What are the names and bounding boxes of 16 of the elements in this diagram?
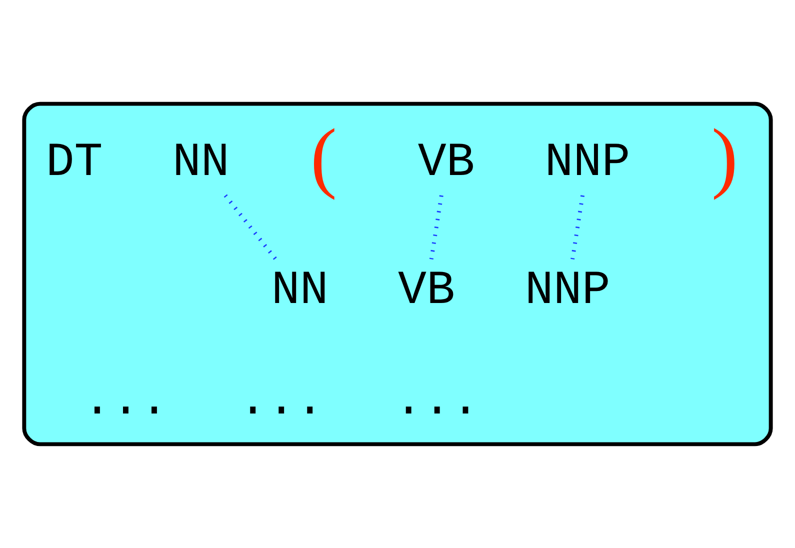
node-text: NNP bbox=[524, 264, 610, 318]
node-text: VB bbox=[418, 136, 475, 190]
node-text: NNP bbox=[544, 136, 630, 190]
node-text: VB bbox=[398, 264, 456, 318]
label: ( bbox=[310, 112, 337, 201]
label: DT bbox=[46, 136, 103, 190]
connector bbox=[570, 195, 585, 260]
label: ... bbox=[394, 374, 480, 429]
node-text: NN bbox=[172, 136, 230, 190]
label: ... bbox=[238, 374, 324, 429]
node-text: NN bbox=[271, 264, 328, 318]
label: ... bbox=[83, 374, 168, 429]
connector bbox=[429, 195, 444, 260]
cluster bbox=[22, 102, 773, 446]
connector bbox=[224, 194, 278, 260]
label: ) bbox=[711, 112, 738, 201]
